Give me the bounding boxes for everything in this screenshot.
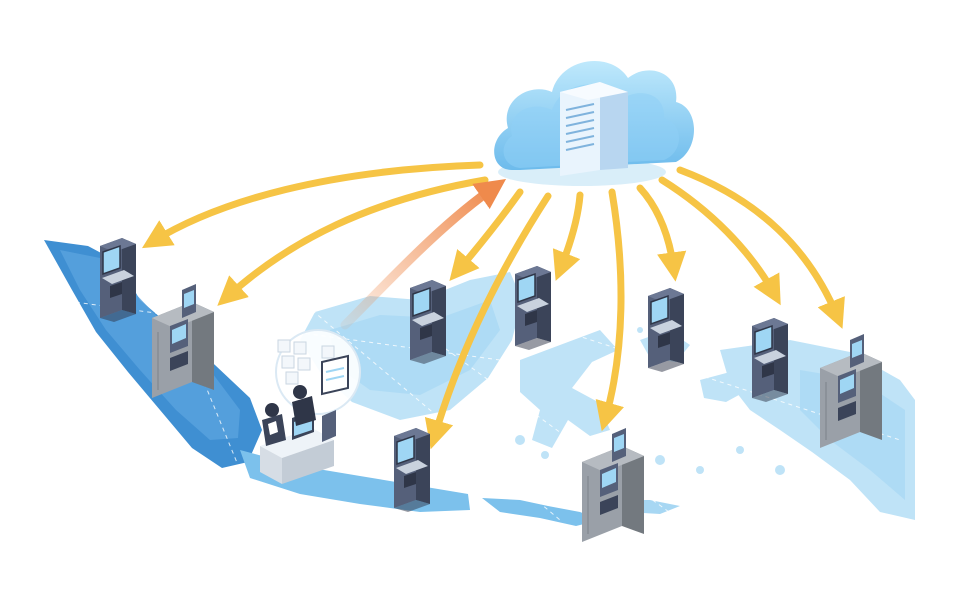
office-worker-icon (260, 329, 361, 484)
arrow-from-office (340, 179, 507, 330)
cloud-server-icon (494, 61, 694, 186)
atm-kiosk-icon (393, 427, 431, 513)
arrow-to-kiosk-1 (141, 161, 484, 249)
atm-kiosk-icon (647, 287, 685, 373)
arrow-to-cabinet-1 (217, 176, 489, 306)
arrow-to-kiosk-south (424, 192, 552, 450)
atm-kiosk-icon (99, 237, 137, 323)
atm-kiosk-icon (514, 265, 552, 351)
arrow-to-kiosk-4 (636, 184, 687, 282)
island-sulawesi (520, 330, 618, 448)
arrow-to-cabinet-east (676, 166, 845, 329)
deposit-cabinet-icon (581, 427, 645, 543)
connection-arrows (141, 161, 845, 450)
atm-kiosk-icon (409, 279, 447, 365)
arrow-to-kiosk-5 (658, 176, 781, 306)
arrow-to-cabinet-south (595, 188, 625, 432)
deposit-cabinet-icon (151, 283, 215, 399)
arrow-to-kiosk-2 (449, 188, 524, 281)
atm-kiosk-icon (751, 317, 789, 403)
arrow-to-kiosk-3 (552, 191, 584, 281)
